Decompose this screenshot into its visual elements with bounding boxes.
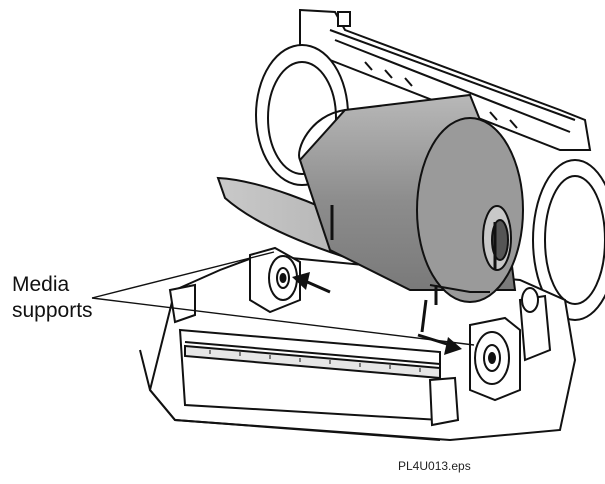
figure-file-name: PL4U013.eps: [398, 459, 471, 473]
right-media-support: [469, 287, 552, 402]
printer-lid-hinge: [299, 8, 592, 151]
right-side-cover: [532, 159, 605, 321]
media-supports-label: Media supports: [12, 272, 93, 324]
arrow-left-icon: [292, 272, 331, 294]
callout-leader-lines: [91, 251, 475, 346]
callout-line-1: Media: [12, 273, 70, 296]
left-media-support: [249, 246, 301, 314]
roll-edge-markers: [330, 205, 497, 333]
callout-line-2: supports: [12, 299, 93, 322]
